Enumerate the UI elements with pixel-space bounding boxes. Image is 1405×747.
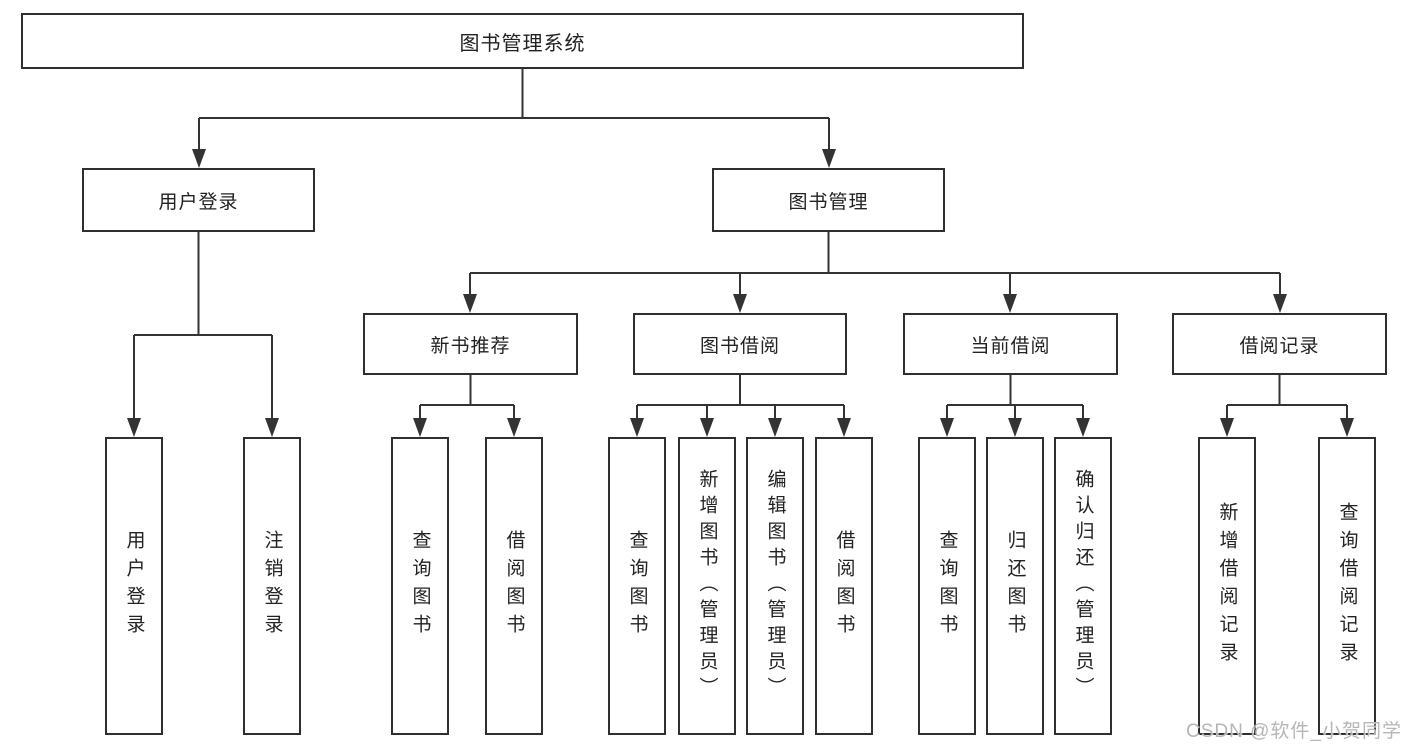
connector-book-borrowing xyxy=(636,375,845,420)
node-query-books-borrowing: 查询图书 xyxy=(608,437,666,735)
node-borrowing-records: 借阅记录 xyxy=(1172,313,1387,375)
node-root: 图书管理系统 xyxy=(21,13,1024,69)
node-book-management: 图书管理 xyxy=(712,168,945,232)
node-add-books-admin: 新增图书（管理员） xyxy=(678,437,736,735)
node-borrow-books-leaf: 借阅图书 xyxy=(815,437,873,735)
connector-user-login xyxy=(133,232,273,420)
connector-current-borrowing xyxy=(946,375,1084,420)
node-edit-books-admin: 编辑图书（管理员） xyxy=(746,437,804,735)
node-return-books: 归还图书 xyxy=(986,437,1044,735)
arrowheads xyxy=(127,149,1354,437)
node-add-borrow-record: 新增借阅记录 xyxy=(1198,437,1256,735)
node-logout-leaf: 注销登录 xyxy=(243,437,301,735)
node-book-borrowing: 图书借阅 xyxy=(633,313,847,375)
node-query-books-recommend: 查询图书 xyxy=(391,437,449,735)
node-new-book-recommendation: 新书推荐 xyxy=(363,313,578,375)
node-current-borrowing: 当前借阅 xyxy=(903,313,1118,375)
node-confirm-return-admin: 确认归还（管理员） xyxy=(1054,437,1112,735)
connector-book-management xyxy=(469,232,1281,296)
node-query-borrow-record: 查询借阅记录 xyxy=(1318,437,1376,735)
node-borrow-books-recommend: 借阅图书 xyxy=(485,437,543,735)
watermark: CSDN @软件_小贺同学 xyxy=(1186,721,1402,742)
node-user-login-leaf: 用户登录 xyxy=(105,437,163,735)
connector-root xyxy=(198,69,830,151)
connector-new-book xyxy=(419,375,515,420)
node-user-login: 用户登录 xyxy=(82,168,315,232)
node-query-books-current: 查询图书 xyxy=(918,437,976,735)
connector-borrowing-records xyxy=(1226,375,1348,420)
